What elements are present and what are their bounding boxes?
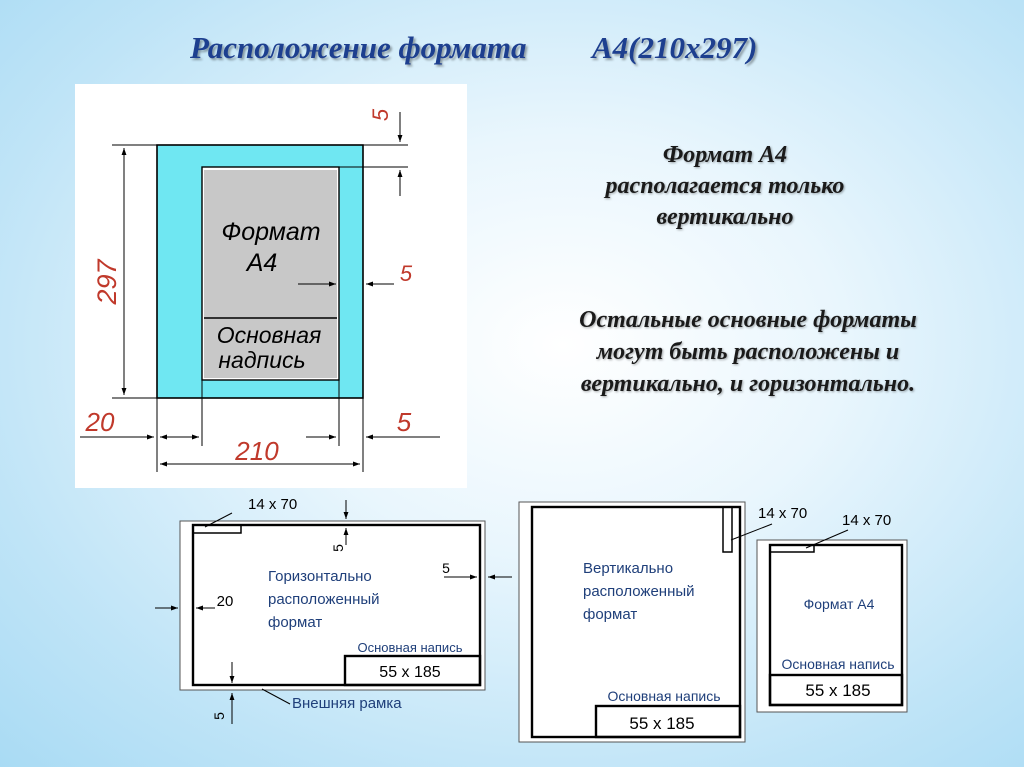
a4-note-line2: располагается только [605,173,845,199]
a4-height-dimension: 297 [92,258,122,305]
a4-right-margin-dimension: 5 [397,407,412,437]
a4-format-label-line2: А4 [245,249,278,277]
a4-inner-margin-dimension: 5 [400,261,413,286]
small-a4-label: Формат А4 [804,596,875,612]
horizontal-inner-frame [191,523,482,687]
horizontal-format-diagram: 14 х 70 5 5 20 5 Горизонтально расположе… [155,496,512,724]
vertical-stamp-box [594,704,742,739]
vertical-format-diagram: 14 х 70 Вертикально расположенный формат… [518,501,807,743]
a4-orientation-note: Формат А4 располагается только вертикаль… [560,140,890,233]
horizontal-corner-block [192,524,242,534]
vertical-label-line1: Вертикально [583,560,673,577]
a4-note-line3: вертикально [656,204,794,230]
vertical-corner-block [722,506,733,553]
other-note-line3: вертикально, и горизонтально. [580,371,916,397]
small-a4-stamp-box [768,673,904,707]
a4-note-line1: Формат А4 [662,142,788,168]
a4-content-area [204,170,337,378]
small-a4-format-diagram: 14 х 70 Формат А4 Основная напись 55 х 1… [756,512,908,713]
a4-stamp-label-line2: надпись [218,347,305,373]
a4-format-label-line1: Формат [221,218,320,246]
other-note-line2: могут быть расположены и [596,339,900,365]
vertical-stamp-label: Основная напись [607,688,720,704]
title-part1: Расположение формата [190,30,527,65]
vertical-label-line2: расположенный [583,583,695,600]
small-a4-stamp-size: 55 х 185 [805,681,870,700]
other-note-line1: Остальные основные форматы [579,307,917,333]
outer-frame-label: Внешняя рамка [292,695,402,712]
horizontal-stamp-label: Основная напись [358,640,463,655]
small-a4-corner-block [769,544,815,553]
horizontal-stamp-box [343,654,482,687]
horizontal-bottom-margin: 5 [211,712,227,720]
vertical-stamp-size: 55 х 185 [629,714,694,733]
a4-diagram: Формат А4 Основная надпись 297 5 5 [75,84,467,488]
horizontal-top-margin: 5 [330,544,346,552]
a4-left-margin-dimension: 20 [85,407,115,437]
horizontal-right-margin: 5 [442,560,450,576]
small-a4-stamp-label: Основная напись [781,656,894,672]
vertical-corner-size: 14 х 70 [758,505,807,522]
a4-stamp-label-line1: Основная [217,322,322,348]
horizontal-label-line2: расположенный [268,591,380,608]
horizontal-corner-size: 14 х 70 [248,496,297,513]
small-a4-corner-size: 14 х 70 [842,512,891,529]
horizontal-label-line1: Горизонтально [268,568,372,585]
title-part2: А4(210х297) [592,30,758,65]
horizontal-stamp-size: 55 х 185 [379,664,440,681]
a4-width-dimension: 210 [234,436,279,466]
vertical-label-line3: формат [583,606,637,623]
vertical-inner-frame [530,505,742,739]
other-formats-note: Остальные основные форматы могут быть ра… [528,304,968,400]
a4-top-margin-dimension: 5 [368,108,393,121]
small-a4-inner-frame [768,543,904,707]
horizontal-label-line3: формат [268,614,322,631]
horizontal-left-margin: 20 [217,593,234,610]
page-title: Расположение формата А4(210х297) [0,26,1024,70]
